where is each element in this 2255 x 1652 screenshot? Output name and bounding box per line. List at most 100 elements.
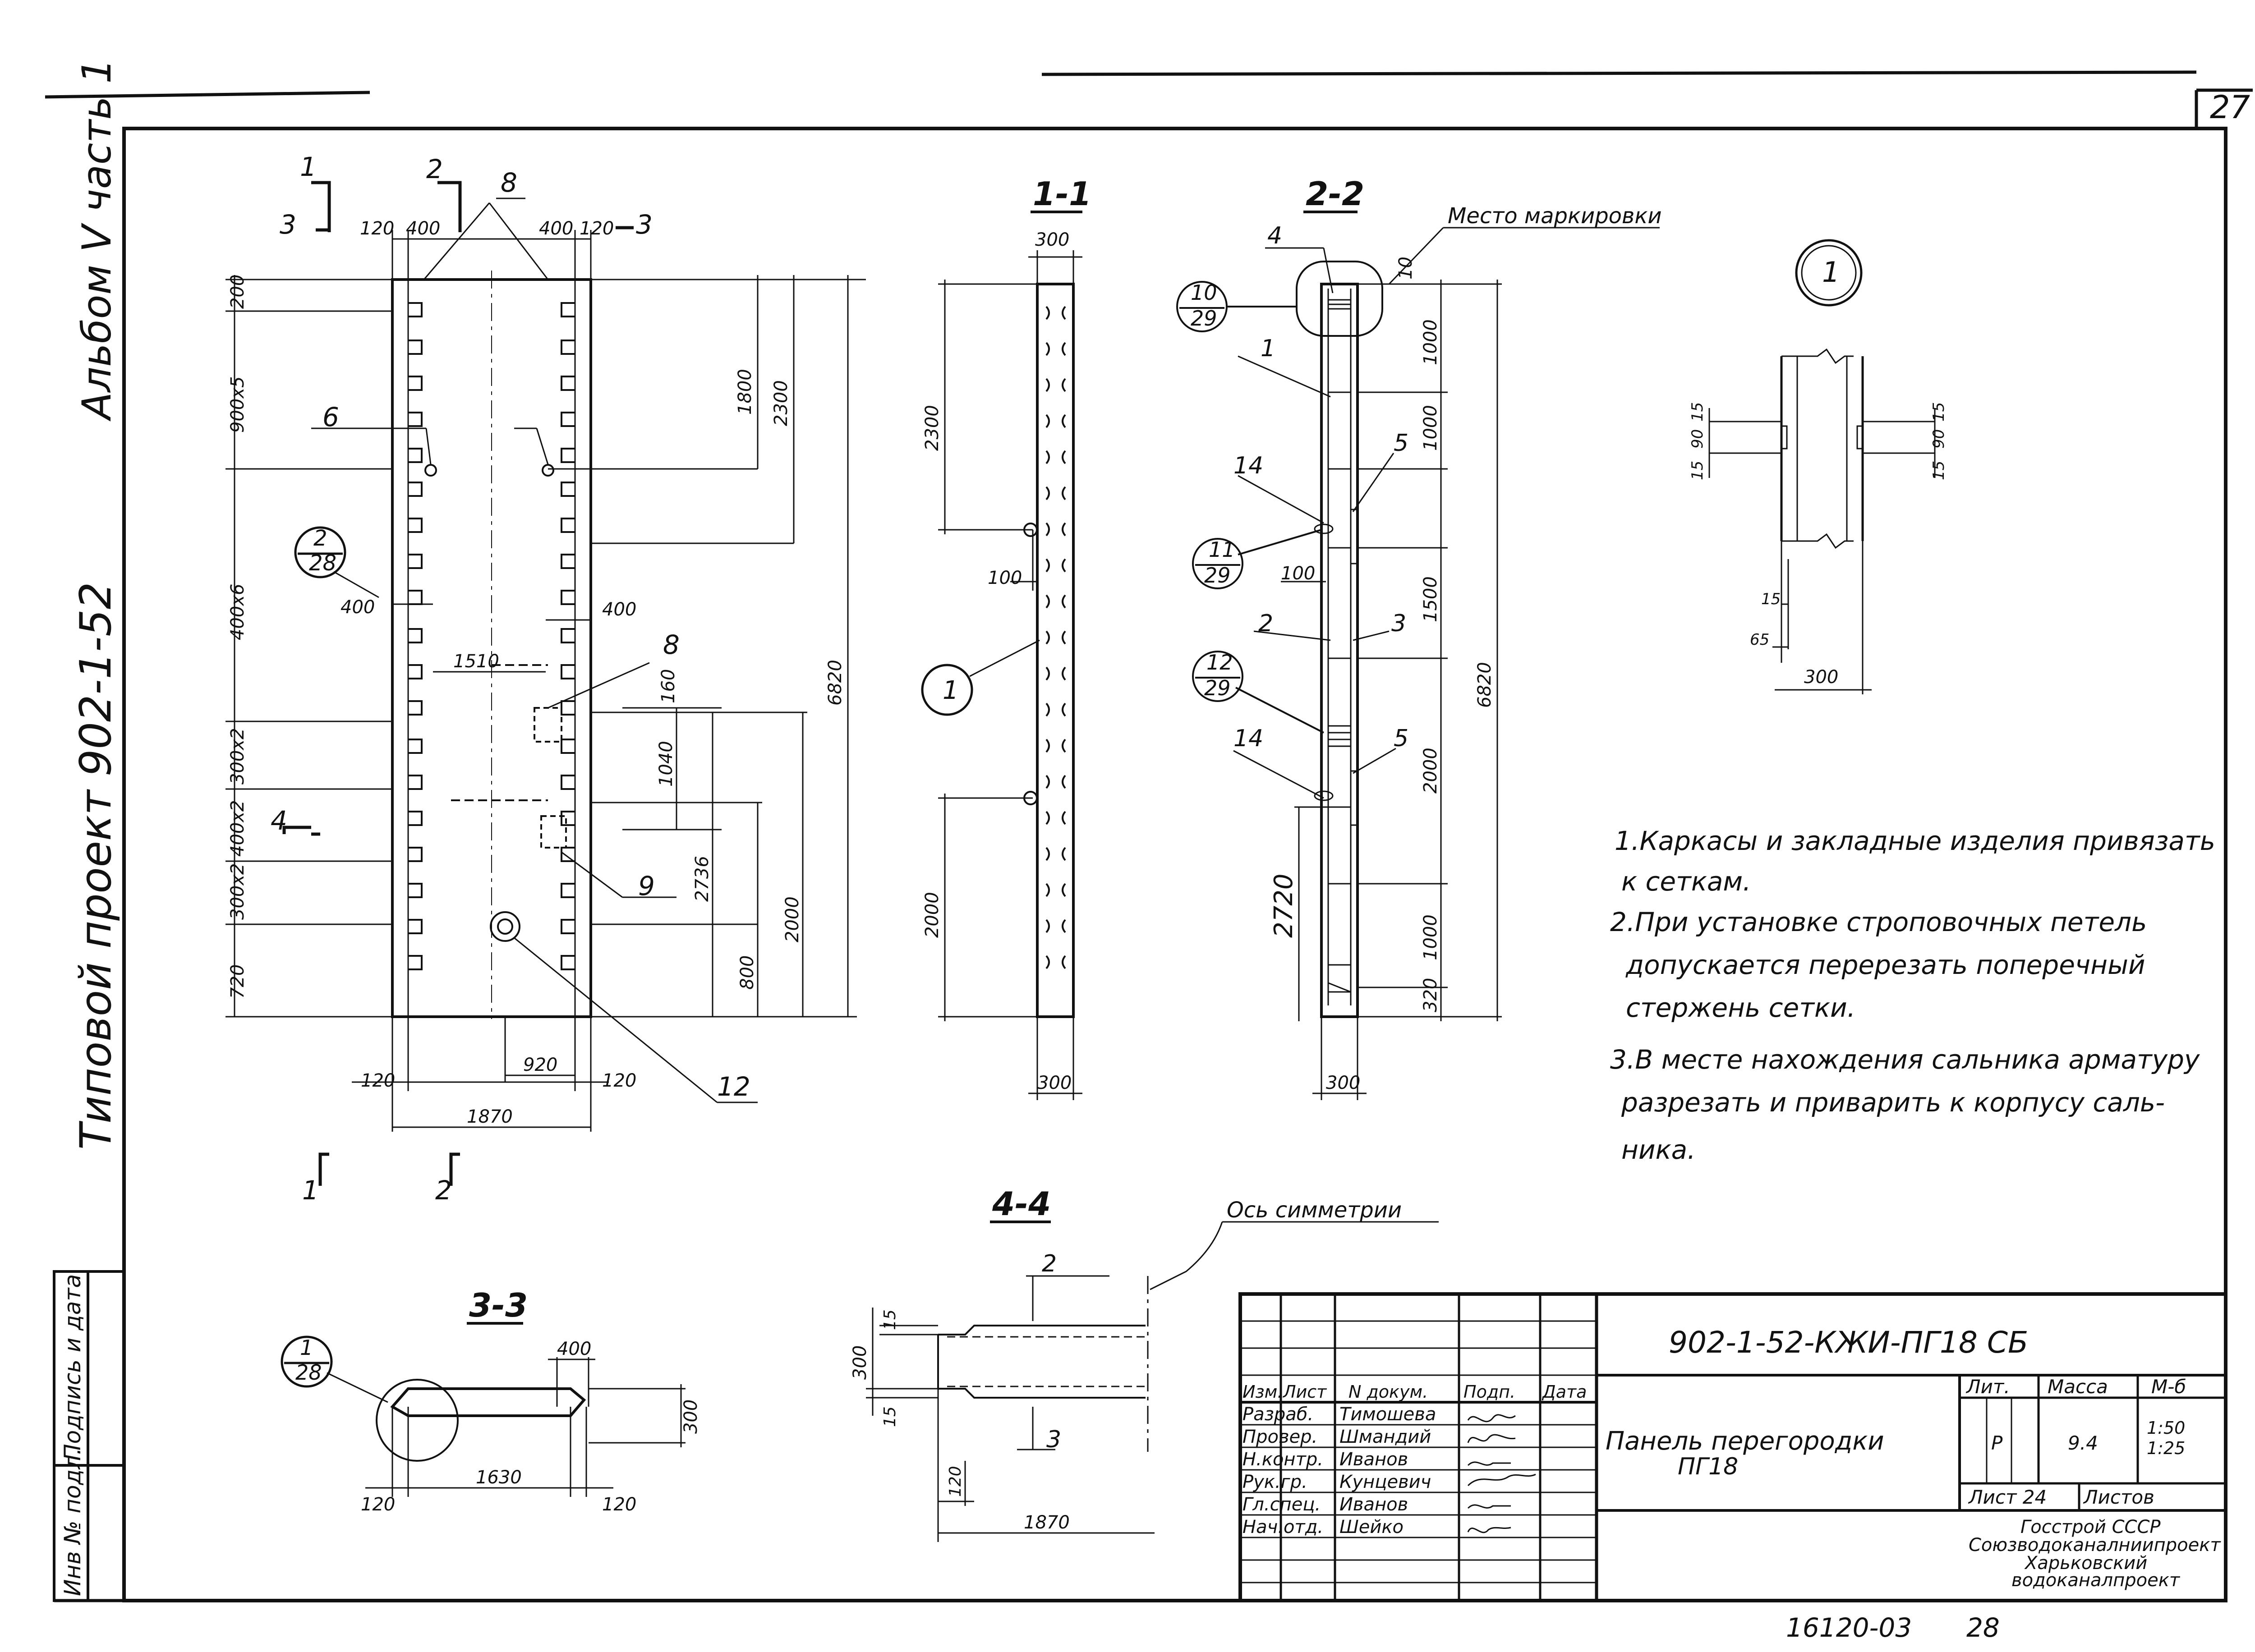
node-1-dim-15b: 15 <box>1689 461 1707 480</box>
position-6: 6 <box>322 402 339 432</box>
note-line-4: допускается перерезать поперечный <box>1625 950 2145 980</box>
section-2-2-title: 2-2 <box>1306 175 1364 213</box>
position-2: 2 <box>1258 610 1273 637</box>
cut-label-3-left: 3 <box>280 209 296 240</box>
section-2-2-dim-1000-a: 1000 <box>1420 319 1441 365</box>
section-ref-2-28 <box>294 526 379 598</box>
section-1-1-dim-300-top: 300 <box>1035 229 1069 250</box>
staff-name-5: Шейко <box>1339 1517 1404 1537</box>
project-title: Типовой проект 902-1-52 <box>71 582 121 1150</box>
dim-120-bottom-right: 120 <box>602 1070 636 1091</box>
node-1-dim-15e: 15 <box>1761 590 1781 608</box>
org-line-1: Госстрой СССР <box>2020 1517 2161 1537</box>
main-view: 1 3 2 3 4 1 2 8 6 8 9 12 2 28 120 400 40… <box>226 151 866 1206</box>
dim-720: 720 <box>227 964 248 999</box>
dim-120-top-left: 120 <box>360 218 394 239</box>
title-col-sign: Подп. <box>1463 1382 1515 1402</box>
drawing-name-line2: ПГ18 <box>1678 1453 1738 1480</box>
position-5-lower: 5 <box>1394 725 1408 752</box>
scale-value-2: 1:25 <box>2147 1438 2185 1458</box>
staff-name-3: Кунцевич <box>1339 1472 1431 1492</box>
embedded-items <box>424 464 567 942</box>
dim-300x2-upper: 300х2 <box>227 728 248 785</box>
node-1-ref: 1 <box>1822 256 1840 289</box>
note-line-8: ника. <box>1621 1134 1696 1165</box>
position-8-mid: 8 <box>663 629 680 660</box>
staff-name-0: Тимошева <box>1339 1404 1436 1425</box>
cut-label-1-bottom: 1 <box>302 1175 319 1206</box>
scale-label: М-б <box>2151 1376 2186 1398</box>
section-3-3-dim-120-right: 120 <box>602 1494 636 1515</box>
section-4-4-dim-1870: 1870 <box>1024 1512 1070 1533</box>
title-block <box>1238 1292 2227 1602</box>
note-line-3: 2.При установке строповочных петель <box>1610 907 2147 937</box>
section-2-2-dim-6820: 6820 <box>1474 662 1495 708</box>
staff-role-5: Нач.отд. <box>1243 1517 1323 1537</box>
section-4-4-dim-300: 300 <box>850 1345 870 1380</box>
section-2-2-ref-11: 11 <box>1209 537 1235 562</box>
section-2-2-dim-10: 10 <box>1395 257 1416 280</box>
axis-of-symmetry-note: Ось симметрии <box>1227 1198 1402 1223</box>
dim-120-top-right: 120 <box>580 218 614 239</box>
note-line-1: 1.Каркасы и закладные изделия привязать <box>1615 826 2215 856</box>
section-1-1-dim-300-bottom: 300 <box>1037 1073 1072 1093</box>
section-ref-2-28-bottom: 28 <box>309 551 336 576</box>
marking-note: Место маркировки <box>1448 203 1662 229</box>
title-col-doc: N докум. <box>1348 1382 1428 1402</box>
node-1-dim-300: 300 <box>1804 667 1838 688</box>
position-3: 3 <box>1391 610 1406 637</box>
mass-label: Масса <box>2048 1376 2108 1398</box>
dim-120-bottom-left: 120 <box>361 1070 395 1091</box>
staff-role-0: Разраб. <box>1243 1404 1313 1425</box>
staff-role-1: Провер. <box>1243 1427 1317 1447</box>
lit-label: Лит. <box>1965 1376 2010 1398</box>
dim-2736: 2736 <box>692 856 713 902</box>
archive-page: 28 <box>1966 1612 2000 1643</box>
section-4-4-dim-120: 120 <box>946 1466 965 1497</box>
dim-1870-main: 1870 <box>467 1106 513 1127</box>
staff-role-2: Н.контр. <box>1243 1449 1323 1470</box>
section-1-1: 1-1 <box>921 175 1091 1100</box>
dim-1040: 1040 <box>656 741 676 787</box>
panel-dowels-left <box>408 302 423 970</box>
staff-role-3: Рук.гр. <box>1243 1472 1307 1492</box>
title-col-izm: Изм. <box>1243 1382 1283 1402</box>
node-1-dim-15c: 15 <box>1930 402 1948 422</box>
drawing-name-line1: Панель перегородки <box>1606 1427 1884 1456</box>
section-3-3-dim-400: 400 <box>557 1339 591 1359</box>
dim-200: 200 <box>227 275 248 309</box>
section-1-1-title: 1-1 <box>1033 175 1091 213</box>
dim-400-top-right: 400 <box>539 218 573 239</box>
dim-400-right: 400 <box>602 599 636 620</box>
side-stamp-inventory: Инв № подл. <box>60 1448 86 1596</box>
cut-label-2-top: 2 <box>426 154 443 184</box>
dim-2300-main: 2300 <box>771 380 792 426</box>
staff-name-1: Шмандий <box>1339 1427 1431 1447</box>
section-3-3-dim-300: 300 <box>681 1400 701 1434</box>
scale-value-1: 1:50 <box>2147 1418 2185 1438</box>
section-3-3-title: 3-3 <box>469 1286 528 1324</box>
cut-label-3-right: 3 <box>636 209 653 240</box>
dim-400x2: 400х2 <box>227 800 248 857</box>
staff-name-4: Иванов <box>1339 1494 1408 1515</box>
dim-800: 800 <box>737 955 758 990</box>
section-2-2-dim-300: 300 <box>1326 1073 1360 1093</box>
section-1-1-dim-2300: 2300 <box>922 405 943 451</box>
position-4: 4 <box>1267 222 1282 249</box>
section-2-2: 2-2 Место маркировки <box>1176 175 1662 1100</box>
side-stamp-signature: Подпись и дата <box>60 1274 86 1461</box>
section-2-2-ref-12: 12 <box>1206 650 1233 675</box>
dim-300x2-lower: 300х2 <box>227 863 248 920</box>
section-2-2-dim-100: 100 <box>1281 563 1315 584</box>
note-line-2: к сеткам. <box>1621 866 1751 897</box>
dim-2000-main: 2000 <box>782 896 803 942</box>
position-12: 12 <box>717 1071 750 1102</box>
section-4-4: 4-4 Ось симметрии 2 <box>850 1185 1439 1542</box>
dim-920: 920 <box>523 1055 557 1075</box>
cut-markers-main <box>282 181 634 1186</box>
node-1-dim-90b: 90 <box>1930 429 1948 449</box>
node-1-dim-65: 65 <box>1750 631 1769 649</box>
section-2-2-ref-29c: 29 <box>1204 676 1231 700</box>
cut-label-4: 4 <box>271 805 287 836</box>
position-9: 9 <box>638 871 655 901</box>
